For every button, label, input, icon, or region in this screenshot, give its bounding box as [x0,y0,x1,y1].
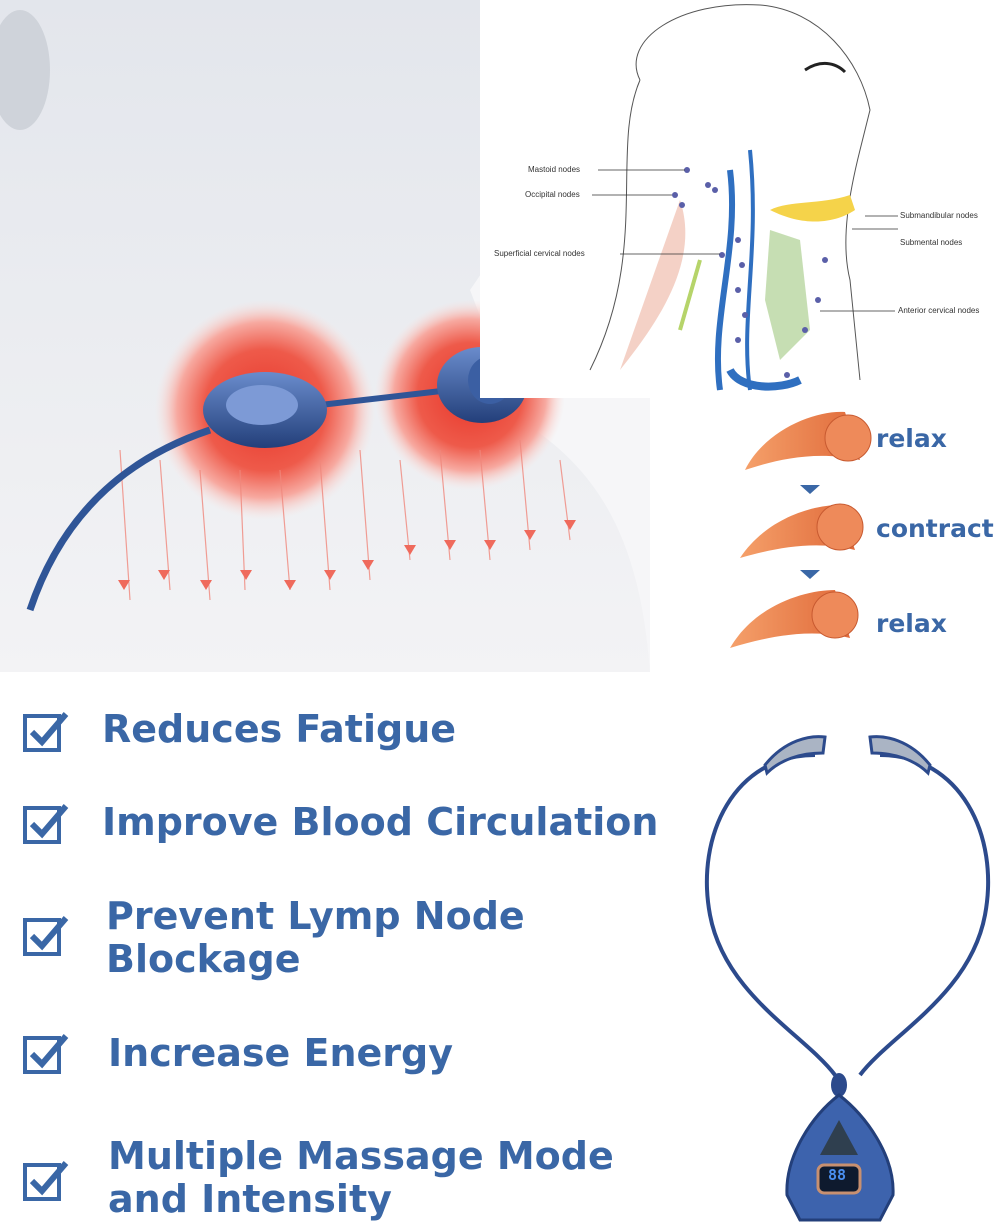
feature-text-line2: Blockage [106,937,301,981]
label-submental: Submental nodes [900,238,963,247]
feature-text: Improve Blood Circulation [102,800,659,844]
checkbox-checked-icon [23,1161,69,1201]
lymph-node-diagram [480,0,1000,398]
feature-text-line1: Multiple Massage Mode [108,1134,614,1178]
feature-text-line2: and Intensity [108,1177,392,1221]
muscle-label-relax-2: relax [876,609,947,638]
label-submandibular: Submandibular nodes [900,211,978,220]
muscle-relax-1 [745,411,872,470]
checkbox-checked-icon [23,712,69,752]
muscle-cycle-graphic [730,411,872,648]
muscle-label-contract: contract [876,514,994,543]
feature-text: Increase Energy [108,1031,453,1075]
feature-text: Reduces Fatigue [102,707,457,751]
neck-massager-device [704,735,991,1222]
muscle-relax-2 [730,590,859,648]
label-anterior: Anterior cervical nodes [898,306,980,315]
checkbox-checked-icon [23,916,69,956]
arrow-down-icon [800,570,820,579]
checkbox-checked-icon [23,804,69,844]
muscle-contract [740,503,864,558]
label-mastoid: Mastoid nodes [528,165,581,174]
checkbox-checked-icon [23,1034,69,1074]
arrow-down-icon [800,485,820,494]
controller-body [785,1093,895,1222]
device-display: 88 [828,1166,847,1184]
label-superficial: Superficial cervical nodes [494,249,585,258]
muscle-label-relax: relax [876,424,947,453]
feature-text-line1: Prevent Lymp Node [106,894,525,938]
label-occipital: Occipital nodes [525,190,580,199]
